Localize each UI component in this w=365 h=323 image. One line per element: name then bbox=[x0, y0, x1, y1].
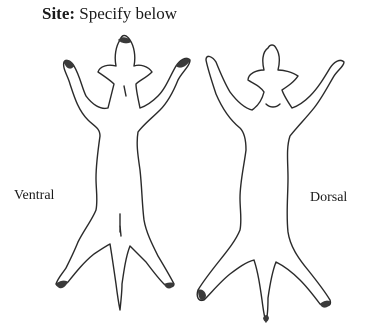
ventral-markings bbox=[56, 37, 190, 288]
dorsal-figure bbox=[197, 45, 344, 322]
ventral-outline bbox=[56, 36, 190, 311]
ventral-figure bbox=[56, 36, 190, 311]
dorsal-markings bbox=[198, 289, 330, 321]
dorsal-label: Dorsal bbox=[310, 190, 347, 206]
dorsal-outline bbox=[197, 45, 344, 322]
dorsal-neck-line bbox=[266, 104, 280, 107]
ventral-label: Ventral bbox=[14, 188, 54, 204]
ventral-midline-lower bbox=[120, 226, 121, 236]
